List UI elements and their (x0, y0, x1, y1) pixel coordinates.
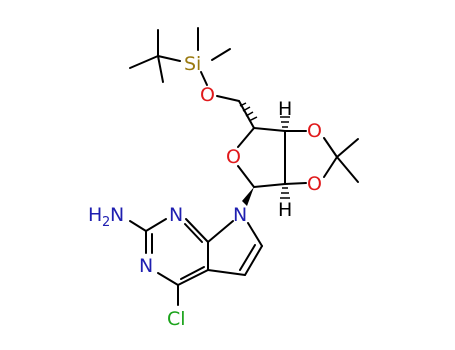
bond (253, 127, 286, 132)
atom-nh2: H 2 N (88, 204, 124, 230)
bond (145, 218, 167, 232)
wedge-bond (242, 187, 254, 206)
atom-nh2-sub: 2 (102, 215, 110, 230)
atom-cl: Cl (167, 308, 186, 330)
bond (323, 137, 338, 158)
atom-nh2-n: N (110, 204, 124, 226)
atom-h-bottom: H (278, 199, 292, 221)
bond (336, 138, 359, 158)
bond (211, 48, 231, 61)
bond (239, 244, 256, 271)
bond (200, 71, 208, 86)
bond (323, 156, 338, 178)
atom-h-top: H (278, 98, 292, 120)
hashed-bond-c5 (239, 102, 258, 122)
atom-n-pyrrole: N (233, 204, 247, 226)
bond (336, 156, 359, 183)
bond (207, 269, 246, 276)
bond (244, 245, 263, 276)
bond (237, 127, 255, 148)
bond (207, 220, 234, 243)
bond (237, 165, 255, 188)
atom-si: Si (184, 53, 201, 75)
bond (129, 220, 147, 232)
bond (253, 183, 286, 188)
atom-nh2-h: H (88, 204, 102, 226)
bond (185, 218, 209, 243)
bond (180, 266, 205, 280)
hashed-bond-h-top (280, 116, 290, 128)
atom-n-upper: N (169, 204, 183, 226)
hashed-bond-h-bottom (280, 187, 290, 199)
bond (177, 269, 209, 286)
bond (216, 95, 240, 102)
bond (284, 182, 307, 185)
atom-labels: Si O O O O H H N N N H 2 N Cl (88, 53, 322, 330)
bond (157, 272, 179, 286)
bond (157, 55, 181, 62)
atom-o-ring: O (226, 146, 241, 168)
bond (129, 55, 159, 69)
bond (157, 55, 164, 83)
atom-o-diol-bottom: O (307, 173, 322, 195)
atom-n-lower: N (139, 255, 153, 277)
bond (247, 222, 263, 247)
bond (184, 223, 203, 243)
atom-o-silyl: O (200, 84, 215, 106)
sugar-rings (237, 102, 359, 206)
pyrrolopyrimidine (129, 218, 263, 306)
tbs-group (129, 27, 255, 129)
atom-o-diol-top: O (307, 120, 322, 142)
